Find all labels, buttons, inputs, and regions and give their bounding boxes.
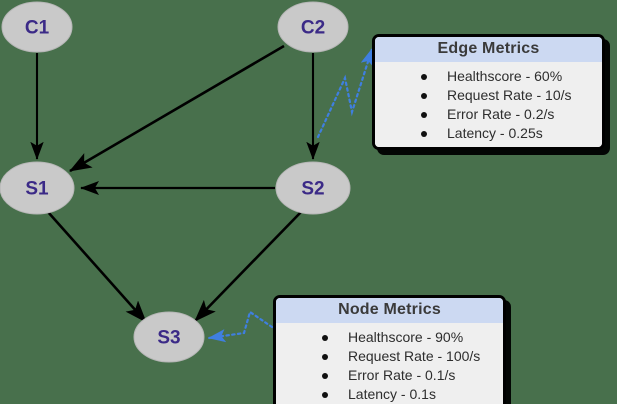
edge-metrics-body: Healthscore - 60% Request Rate - 10/s Er… bbox=[375, 62, 602, 147]
list-item: Latency - 0.25s bbox=[421, 124, 602, 143]
node-c2[interactable]: C2 bbox=[277, 1, 349, 53]
node-s3[interactable]: S3 bbox=[133, 311, 205, 363]
node-s2[interactable]: S2 bbox=[275, 161, 351, 215]
node-s3-label: S3 bbox=[157, 328, 180, 349]
node-s2-label: S2 bbox=[301, 179, 324, 200]
node-s1[interactable]: S1 bbox=[0, 161, 75, 215]
node-s1-label: S1 bbox=[25, 179, 49, 200]
edge-metrics-list: Healthscore - 60% Request Rate - 10/s Er… bbox=[375, 67, 602, 143]
callout-line-node-metrics bbox=[207, 310, 274, 343]
node-c2-label: C2 bbox=[301, 18, 325, 39]
node-metrics-body: Healthscore - 90% Request Rate - 100/s E… bbox=[276, 323, 503, 404]
list-item: Healthscore - 90% bbox=[322, 328, 503, 347]
edge-s1-s3 bbox=[47, 211, 147, 323]
node-metrics-list: Healthscore - 90% Request Rate - 100/s E… bbox=[276, 328, 503, 404]
callout-connectors bbox=[207, 47, 374, 343]
list-item: Request Rate - 10/s bbox=[421, 86, 602, 105]
edge-metrics-panel: Edge Metrics Healthscore - 60% Request R… bbox=[372, 34, 605, 150]
graph-edges bbox=[30, 44, 320, 323]
graph-nodes: C1 C2 S1 S2 S3 bbox=[0, 1, 351, 363]
edge-s2-s3 bbox=[194, 211, 302, 322]
node-metrics-panel: Node Metrics Healthscore - 90% Request R… bbox=[273, 295, 506, 404]
list-item: Error Rate - 0.1/s bbox=[322, 366, 503, 385]
list-item: Latency - 0.1s bbox=[322, 385, 503, 404]
list-item: Healthscore - 60% bbox=[421, 67, 602, 86]
list-item: Request Rate - 100/s bbox=[322, 347, 503, 366]
node-c1[interactable]: C1 bbox=[1, 1, 73, 53]
node-c1-label: C1 bbox=[25, 18, 50, 39]
edge-c2-s1 bbox=[69, 44, 285, 173]
edge-metrics-title: Edge Metrics bbox=[375, 37, 602, 62]
callout-line-edge-metrics bbox=[316, 47, 374, 139]
node-metrics-title: Node Metrics bbox=[276, 298, 503, 323]
list-item: Error Rate - 0.2/s bbox=[421, 105, 602, 124]
